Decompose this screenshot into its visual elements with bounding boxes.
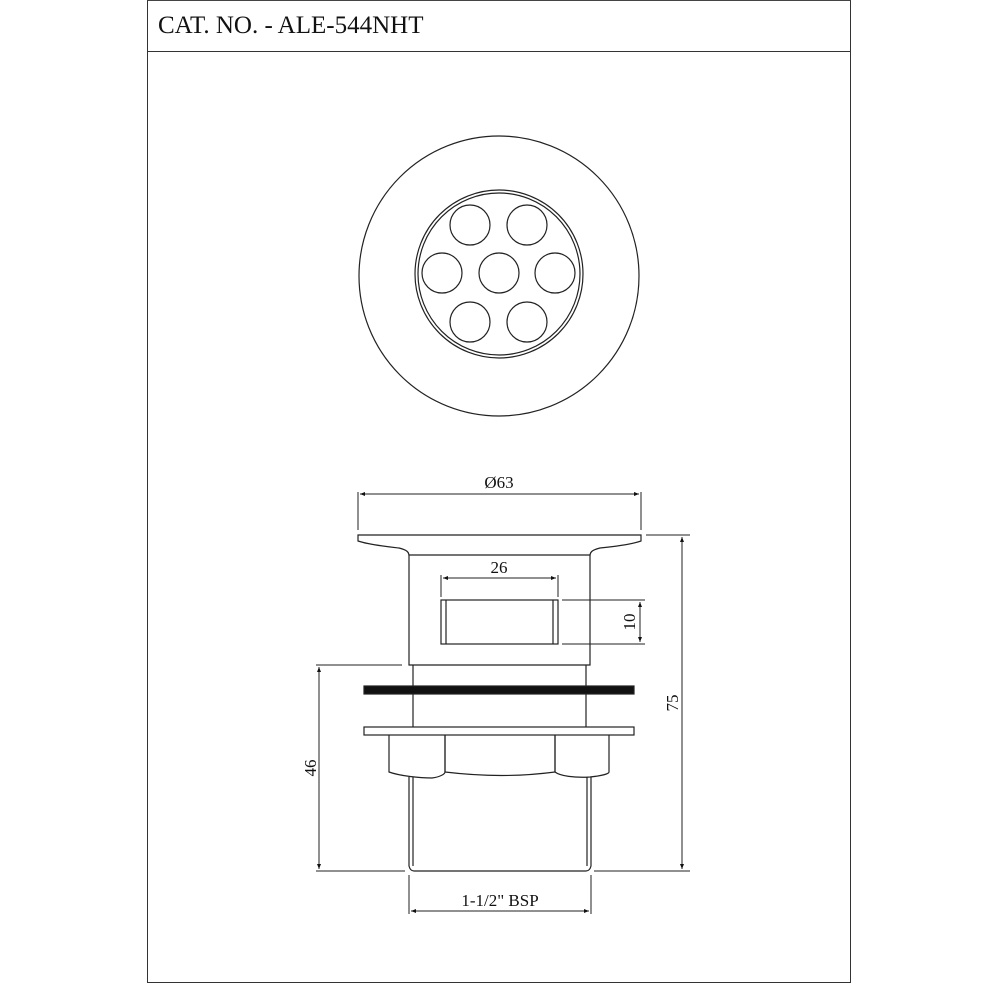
catalog-number: CAT. NO. - ALE-544NHT bbox=[158, 12, 424, 39]
grate-outer-ring bbox=[414, 189, 584, 359]
dim-slot-width: 26 bbox=[491, 558, 508, 577]
dim-overall-height: 75 bbox=[663, 695, 682, 712]
drawing-frame bbox=[147, 0, 851, 983]
grate-holes bbox=[421, 204, 576, 343]
dim-thread-length: 46 bbox=[301, 760, 320, 777]
dim-slot-height: 10 bbox=[620, 614, 639, 631]
side-view bbox=[357, 534, 642, 872]
dim-thread-size: 1-1/2" BSP bbox=[461, 891, 538, 910]
title-block bbox=[147, 0, 851, 52]
dim-flange-diameter: Ø63 bbox=[484, 473, 513, 492]
dimension-lines bbox=[316, 492, 690, 914]
flange-outline bbox=[358, 135, 640, 417]
top-view bbox=[358, 135, 640, 417]
